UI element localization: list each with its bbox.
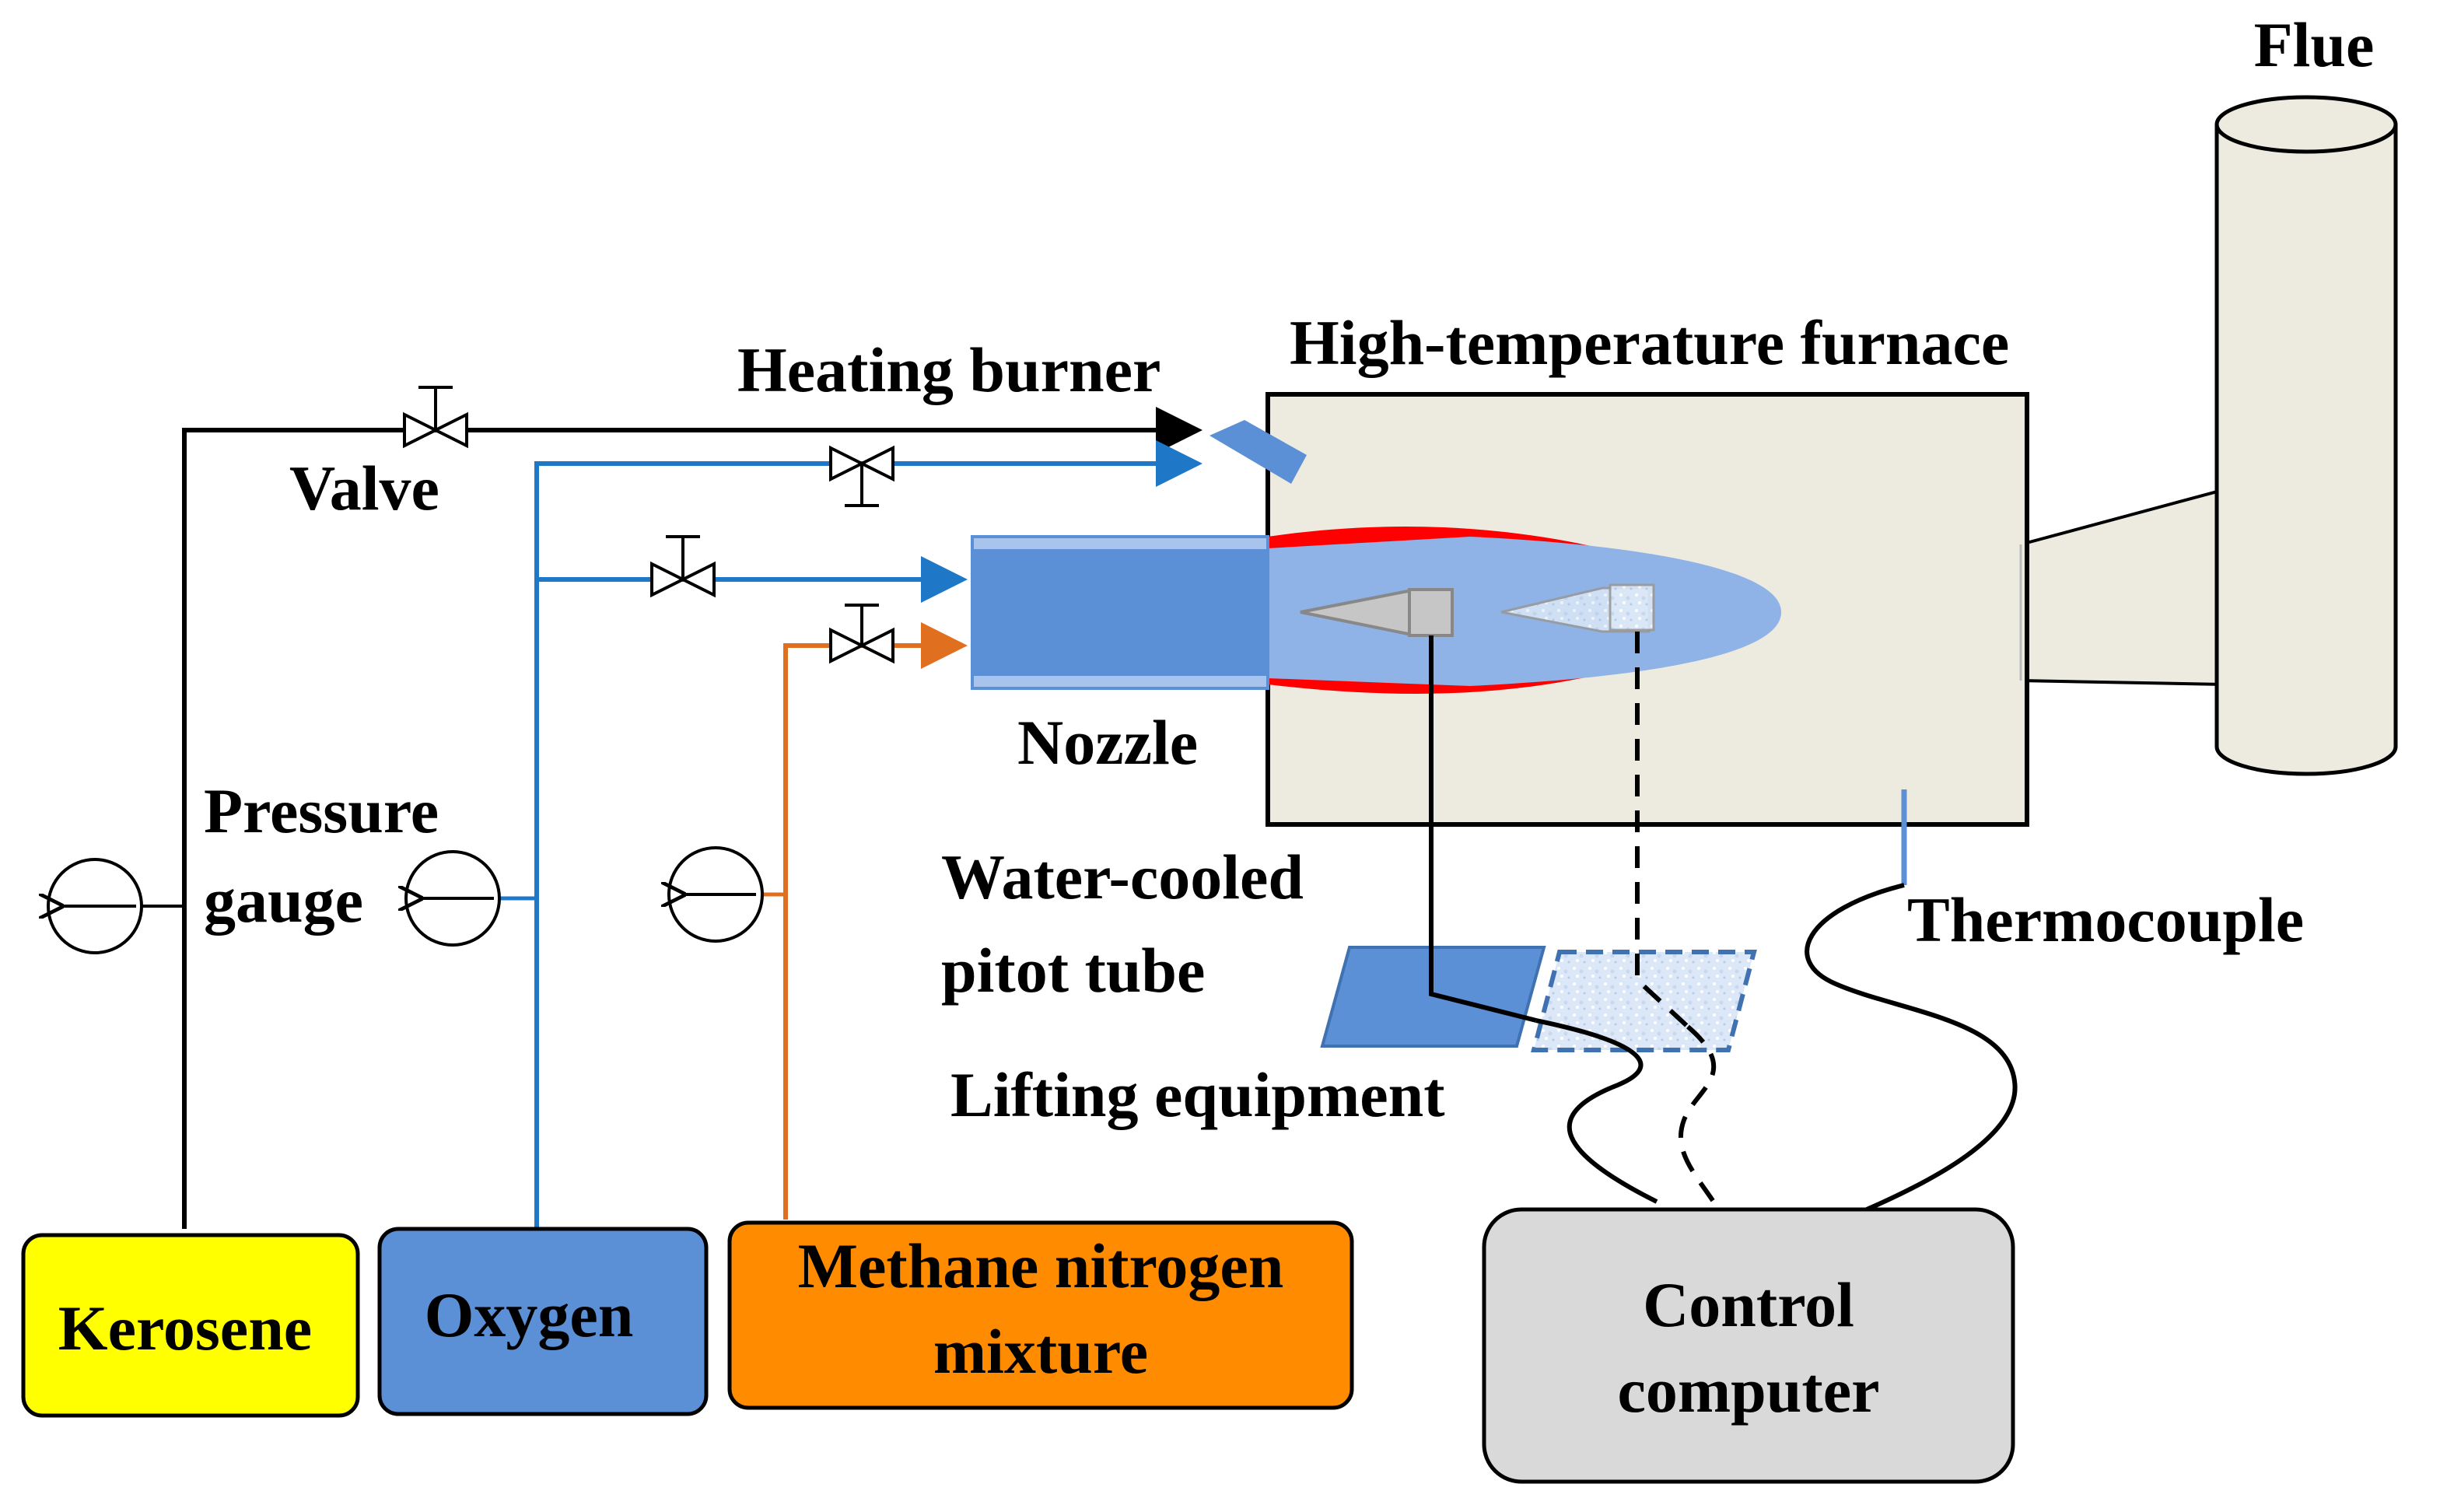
cable-solid bbox=[1535, 1018, 1658, 1204]
label-furnace: High-temperature furnace bbox=[1290, 307, 2009, 378]
control-computer bbox=[1482, 1207, 2015, 1484]
label-pitot-2: pitot tube bbox=[941, 935, 1205, 1006]
tank-label-kerosene: Kerosene bbox=[58, 1293, 312, 1363]
cable-dashed bbox=[1679, 1024, 1717, 1206]
methane-line bbox=[783, 622, 968, 1220]
label-pressure-gauge-1: Pressure bbox=[204, 775, 439, 846]
valve-oxygen-burner[interactable] bbox=[829, 445, 894, 507]
nozzle bbox=[971, 535, 1269, 690]
tank-methane bbox=[727, 1220, 1354, 1410]
pitot-probe-ghost bbox=[1500, 583, 1655, 633]
flue bbox=[2019, 95, 2398, 776]
tank-kerosene bbox=[21, 1233, 360, 1418]
probe-stem-solid bbox=[1429, 635, 1537, 1023]
label-pressure-gauge-2: gauge bbox=[204, 865, 363, 936]
tank-oxygen bbox=[377, 1227, 709, 1416]
oxygen-line-burner bbox=[534, 440, 1202, 1229]
label-lifting-equipment: Lifting equipment bbox=[950, 1059, 1445, 1130]
label-pitot-1: Water-cooled bbox=[941, 842, 1304, 912]
probe-stem-ghost bbox=[1635, 632, 1690, 1029]
kerosene-line bbox=[182, 407, 1202, 1229]
heating-burner bbox=[1209, 420, 1307, 484]
computer-label-1: Control bbox=[1643, 1269, 1854, 1340]
pressure-gauge-oxygen bbox=[406, 850, 537, 947]
valve-oxygen-nozzle[interactable] bbox=[650, 535, 716, 598]
lifting-platform-ghost bbox=[1531, 950, 1757, 1052]
computer-label-2: computer bbox=[1617, 1355, 1879, 1426]
tank-label-methane-1: Methane nitrogen bbox=[798, 1230, 1284, 1301]
cable-thermocouple bbox=[1805, 883, 2018, 1212]
valve-methane[interactable] bbox=[829, 604, 894, 664]
pressure-gauge-methane bbox=[669, 846, 786, 943]
label-thermocouple: Thermocouple bbox=[1907, 884, 2304, 955]
tank-label-methane-2: mixture bbox=[933, 1316, 1148, 1387]
label-heating-burner: Heating burner bbox=[737, 334, 1160, 405]
valve-kerosene[interactable] bbox=[403, 386, 468, 449]
label-nozzle: Nozzle bbox=[1017, 707, 1198, 778]
label-valve: Valve bbox=[289, 453, 439, 523]
label-flue: Flue bbox=[2254, 9, 2375, 80]
pressure-gauge-kerosene bbox=[48, 858, 184, 954]
tank-label-oxygen: Oxygen bbox=[425, 1279, 634, 1350]
